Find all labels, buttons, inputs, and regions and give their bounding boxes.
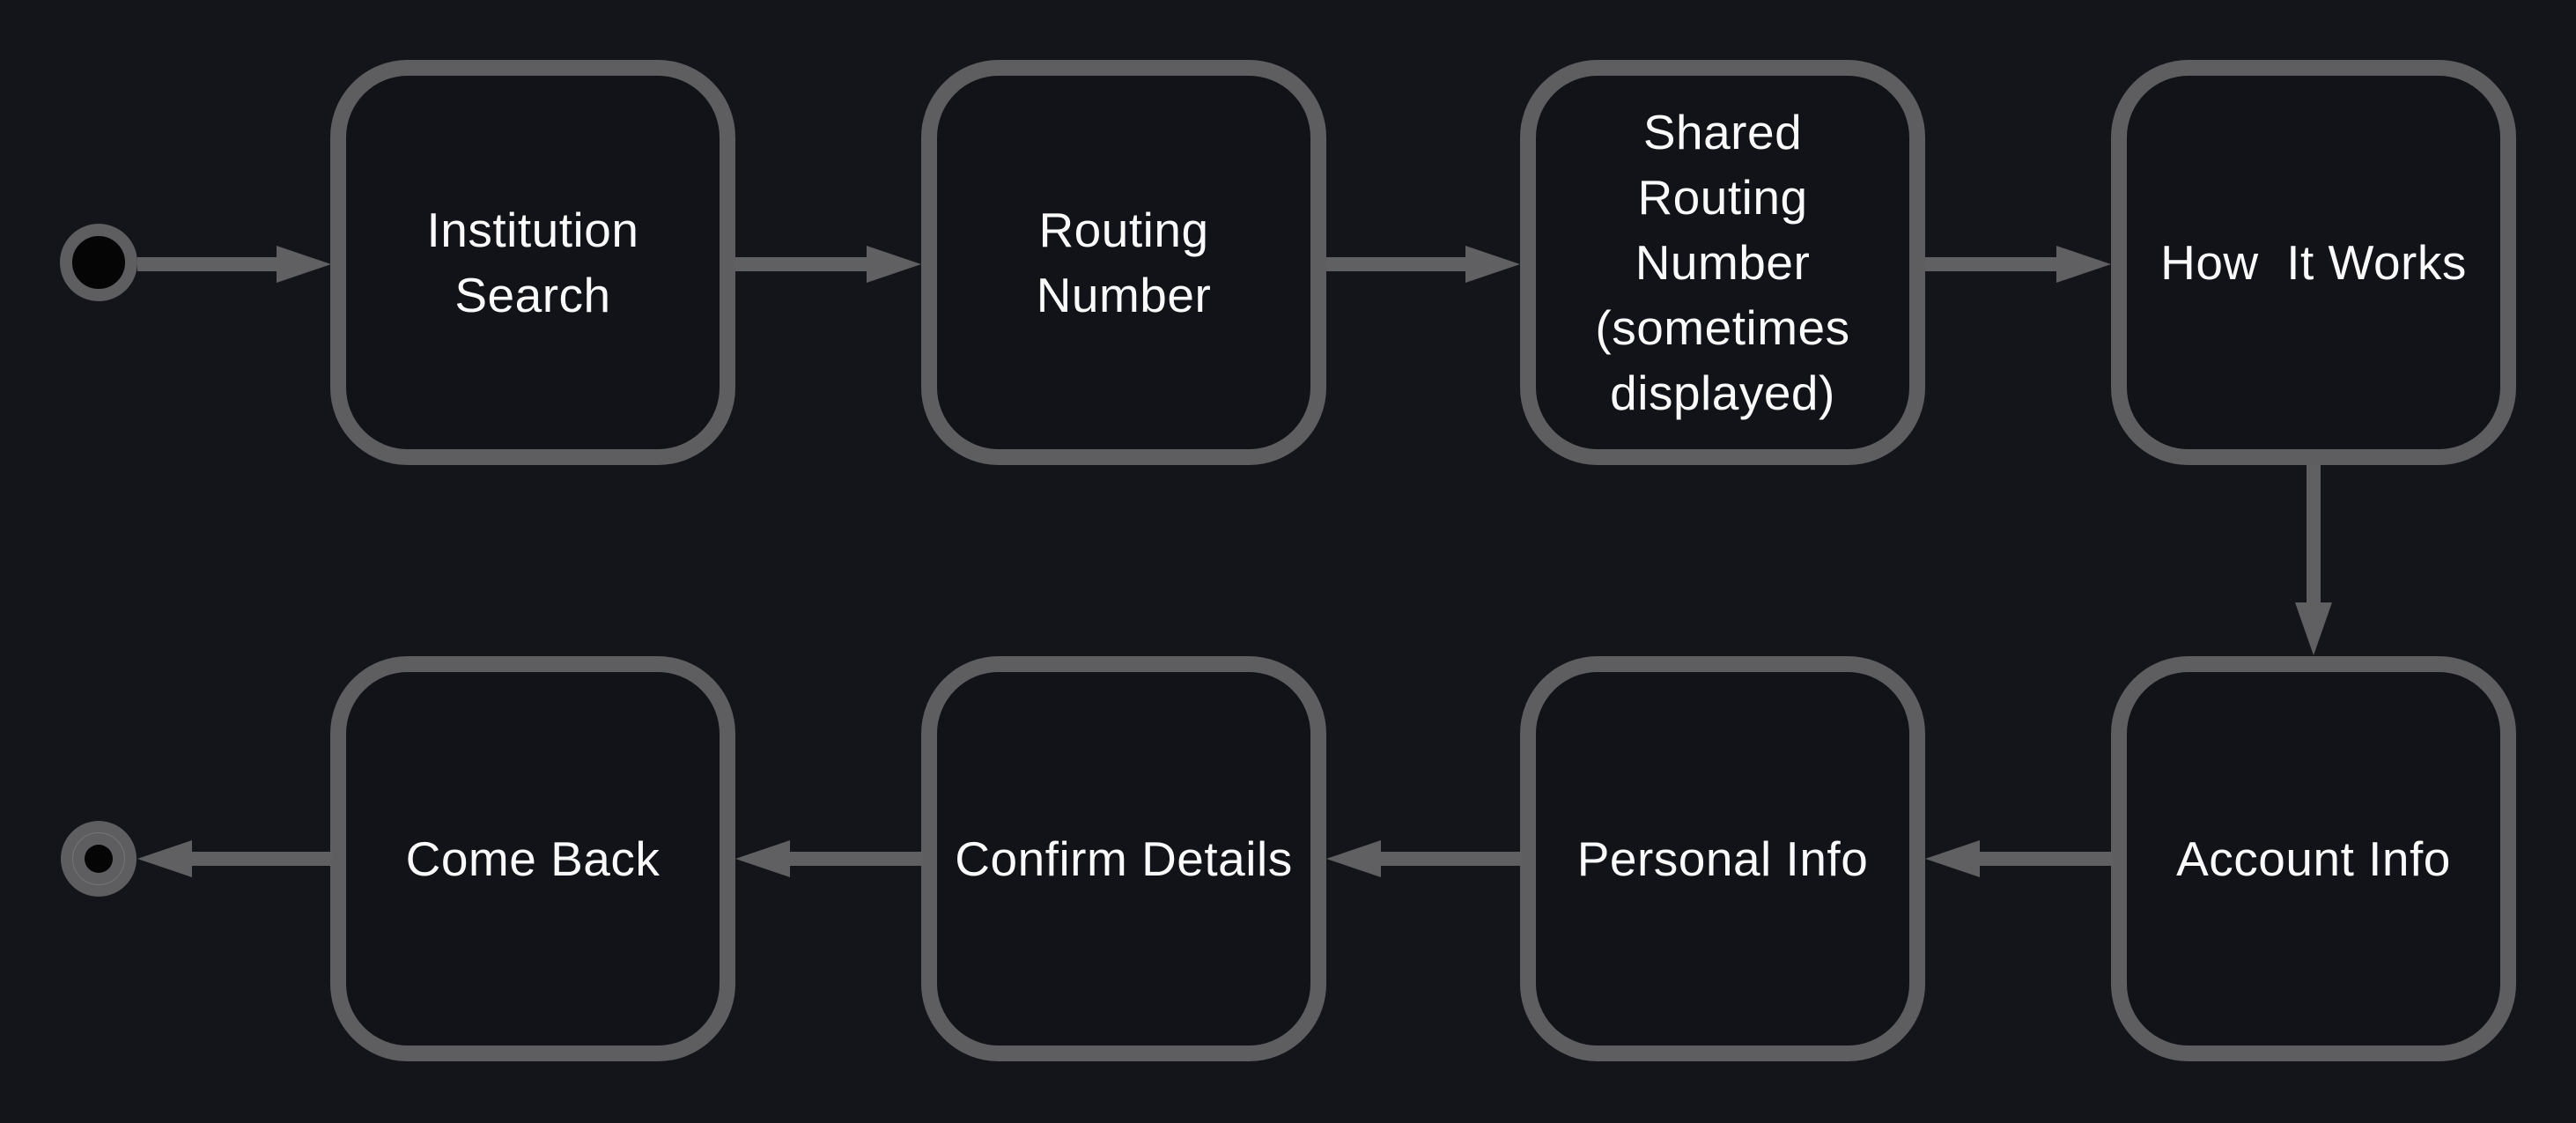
edge-shaft xyxy=(137,257,278,271)
arrowhead-right-icon xyxy=(277,246,331,283)
edge-shaft xyxy=(735,257,868,271)
state-label: Institution Search xyxy=(426,203,639,322)
edge-shaft xyxy=(2307,465,2321,604)
arrowhead-right-icon xyxy=(1465,246,1520,283)
arrowhead-down-icon xyxy=(2295,602,2332,655)
edge-shaft xyxy=(1326,257,1467,271)
state-institution-search: Institution Search xyxy=(330,60,735,465)
arrowhead-left-icon xyxy=(735,840,790,877)
edge-shaft xyxy=(192,852,332,866)
state-confirm-details: Confirm Details xyxy=(921,656,1326,1061)
state-label: Come Back xyxy=(405,831,661,886)
state-label: Shared Routing Number (sometimes display… xyxy=(1595,105,1850,420)
state-label: Account Info xyxy=(2176,831,2451,886)
edge-shaft xyxy=(1925,257,2058,271)
state-label: Personal Info xyxy=(1576,831,1869,886)
arrowhead-left-icon xyxy=(137,840,192,877)
state-how-it-works: How It Works xyxy=(2111,60,2516,465)
state-label: How It Works xyxy=(2160,235,2467,290)
final-state-dot xyxy=(85,845,113,873)
initial-state-node xyxy=(60,224,137,301)
edge-shaft xyxy=(1381,852,1522,866)
state-shared-routing-number: Shared Routing Number (sometimes display… xyxy=(1520,60,1925,465)
arrowhead-right-icon xyxy=(867,246,921,283)
state-come-back: Come Back xyxy=(330,656,735,1061)
arrowhead-left-icon xyxy=(1925,840,1980,877)
edge-shaft xyxy=(1980,852,2113,866)
final-state-ring xyxy=(72,832,125,885)
edge-shaft xyxy=(790,852,923,866)
state-label: Routing Number xyxy=(1036,203,1212,322)
state-account-info: Account Info xyxy=(2111,656,2516,1061)
state-label: Confirm Details xyxy=(955,831,1293,886)
arrowhead-left-icon xyxy=(1326,840,1381,877)
final-state-node xyxy=(61,821,137,897)
arrowhead-right-icon xyxy=(2056,246,2111,283)
state-personal-info: Personal Info xyxy=(1520,656,1925,1061)
state-routing-number: Routing Number xyxy=(921,60,1326,465)
